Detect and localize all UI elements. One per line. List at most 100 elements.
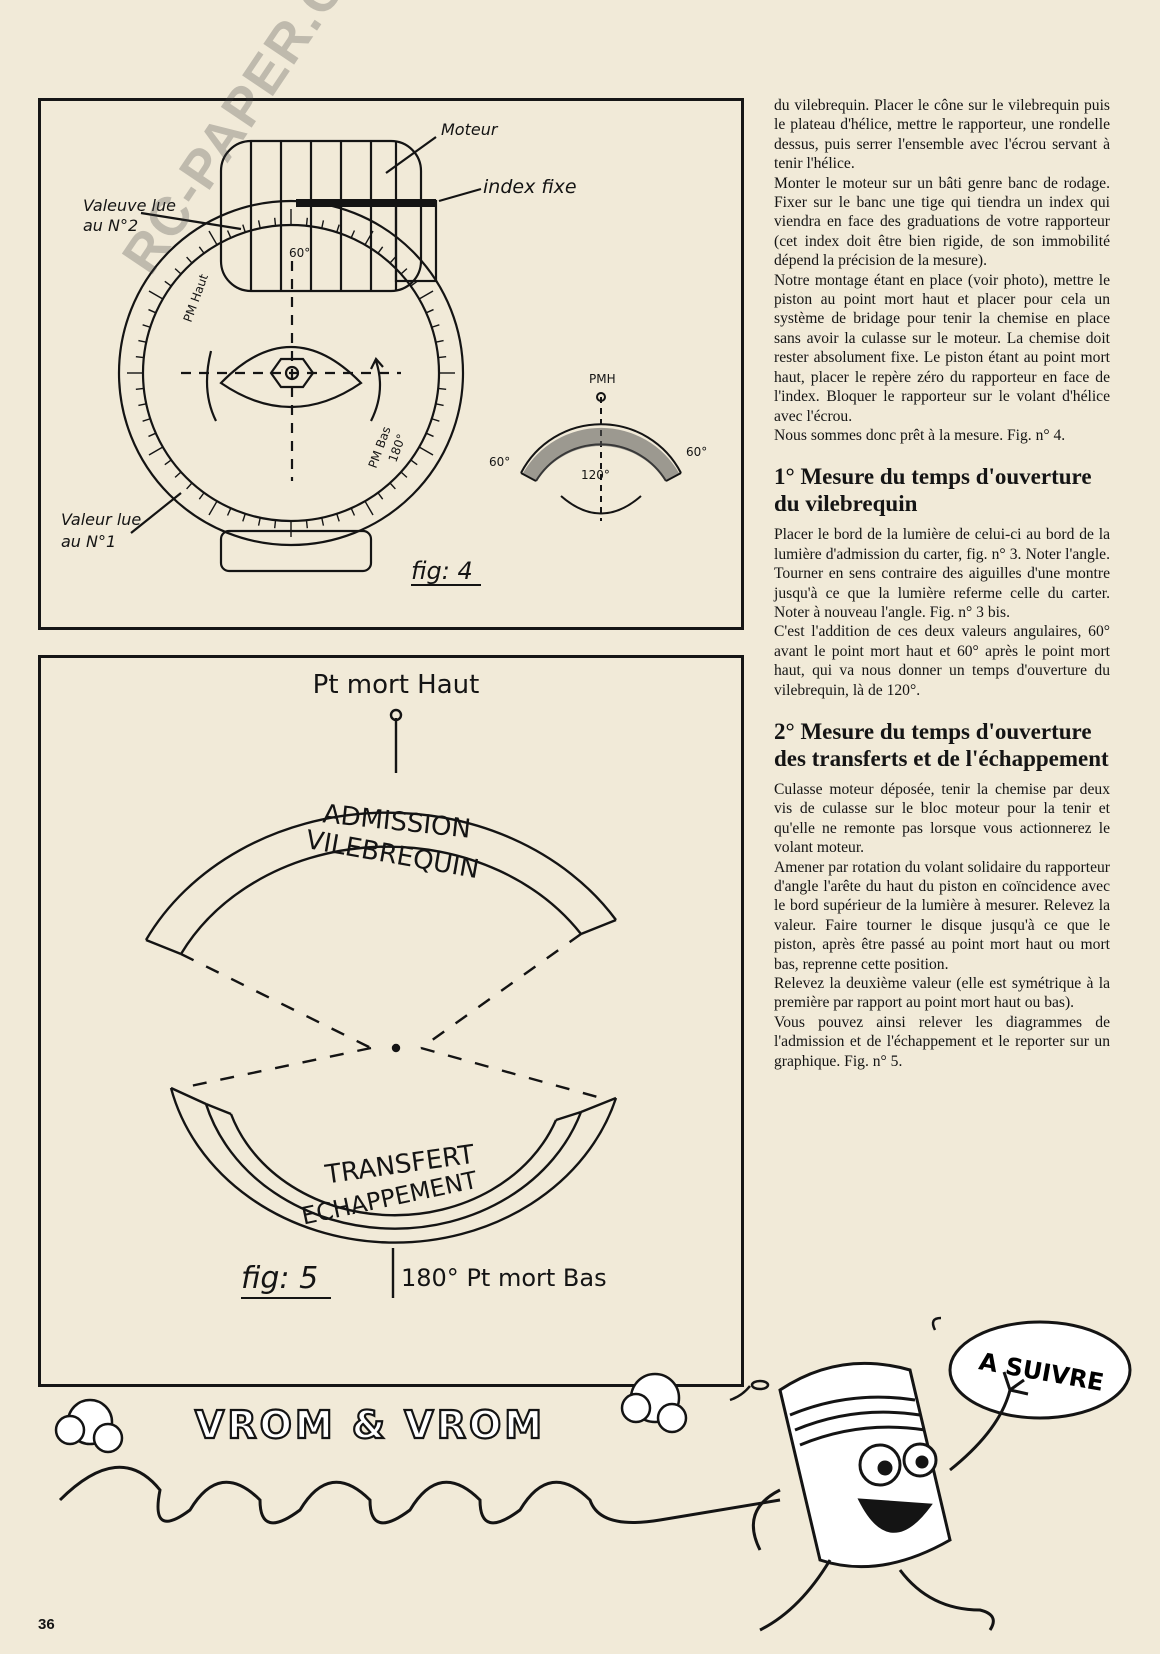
label-index-fixe: index fixe [483,176,577,198]
label-valeur-1-a: Valeur lue [61,510,141,529]
protractor-tick [257,517,261,526]
pt-mort-haut-label: Pt mort Haut [313,670,480,700]
heading-section-2: 2° Mesure du temps d'ouverture des trans… [774,718,1109,771]
protractor-disc [117,199,465,547]
transfert-arc [169,1087,618,1244]
paragraph: Nous sommes donc prêt à la mesure. Fig. … [774,426,1066,444]
protractor-tick [142,324,151,328]
label-pm-haut: PM Haut [181,272,211,324]
protractor-tick [389,256,396,264]
vrom-banner: VROM & VROM [195,1403,545,1447]
hub-plate [219,345,363,408]
protractor-tick [418,446,434,456]
protractor-tick [135,355,144,359]
fig-5-caption: fig: 5 [241,1261,318,1296]
protractor-tick [377,492,384,500]
label-valeur-1-b: au N°1 [61,532,116,551]
protractor-tick [174,471,182,478]
protractor-tick [135,387,144,391]
protractor-tick [400,268,408,275]
protractor-tick [148,308,157,314]
protractor-tick [164,280,172,287]
protractor-tick [364,500,374,516]
piston-character [751,1361,1029,1632]
protractor-tick [208,500,218,516]
protractor-tick [305,520,309,529]
paragraph: Monter le moteur sur un bâti genre banc … [774,174,1110,270]
protractor-tick [435,403,444,407]
protractor-tick [226,230,232,239]
cartoon-illustration: A SUIVRE VROM & VROM [54,1316,1132,1632]
protractor-tick [208,230,218,246]
protractor-tick [431,418,440,422]
protractor-tick [273,520,277,529]
speech-bubble [948,1320,1132,1420]
protractor-tick [148,432,157,438]
protractor-tick [350,507,356,516]
protractor-tick [186,256,193,264]
protractor-tick [186,482,193,490]
protractor-tick [198,246,205,254]
vrom-clouds [54,1372,688,1454]
protractor-tick [336,513,340,522]
protractor-tick [336,224,340,233]
protractor-tick [198,492,205,500]
paragraph: C'est l'addition de ces deux valeurs ang… [774,623,1110,699]
protractor-tick [148,290,164,300]
protractor-tick [377,246,384,254]
protractor-tick [410,459,418,466]
protractor-tick [138,339,147,343]
protractor-tick [435,339,444,343]
protractor-tick [321,220,325,229]
paragraph: du vilebrequin. Placer le cône sur le vi… [774,97,1110,173]
protractor-tick [400,471,408,478]
protractor-tick [389,482,396,490]
protractor-tick [242,224,246,233]
protractor-tick [148,446,164,456]
article-column: du vilebrequin. Placer le cône sur le vi… [774,96,1110,1071]
paragraph: Vous pouvez ainsi relever les diagrammes… [774,1013,1110,1070]
paragraph: Amener par rotation du volant solidaire … [774,858,1110,973]
label-valeur-2-b: au N°2 [83,216,138,235]
paragraph: Notre montage étant en place (voir photo… [774,271,1110,425]
figure-4: Moteur index fixe Valeuve lue au N°2 Val… [38,98,744,630]
inset-60-left: 60° [489,455,510,469]
protractor-tick [305,217,309,226]
heading-section-1: 1° Mesure du temps d'ouverture du vilebr… [774,464,1092,517]
protractor-tick [425,432,434,438]
loopy-line [58,1465,781,1525]
paragraph: Placer le bord de la lumière de celui-ci… [774,526,1110,621]
protractor-tick [425,308,434,314]
label-60: 60° [289,246,310,260]
protractor-tick [273,217,277,226]
paragraph: Relevez la deuxième valeur (elle est sym… [774,975,1110,1012]
admission-arc [144,811,617,941]
protractor-tick [164,459,172,466]
protractor-tick [418,290,434,300]
protractor-tick [138,403,147,407]
protractor-tick [257,220,261,229]
protractor-tick [431,324,440,328]
label-valeur-2-a: Valeuve lue [83,196,176,215]
protractor-tick [321,517,325,526]
pt-mort-bas-label: 180° Pt mort Bas [401,1264,607,1292]
protractor-tick [242,513,246,522]
protractor-tick [174,268,182,275]
fig-4-caption: fig: 4 [411,557,473,585]
figure-5-drawing: Pt mort Haut ADMISSION VILEBREQUIN TRANS… [144,670,618,1299]
label-moteur: Moteur [441,120,499,139]
paragraph: Culasse moteur déposée, tenir la chemise… [774,780,1110,857]
protractor-ticks [127,209,455,537]
protractor-tick [438,355,447,359]
inset-120: 120° [581,468,610,482]
protractor-tick [226,507,232,516]
inset-pmh: PMH [589,372,616,386]
inset-60-right: 60° [686,445,707,459]
page-number: 36 [38,1616,55,1633]
protractor-tick [350,230,356,239]
figure-4-drawing: Moteur index fixe Valeuve lue au N°2 Val… [61,120,707,586]
protractor-tick [410,280,418,287]
protractor-tick [364,230,374,246]
protractor-tick [438,387,447,391]
protractor-tick [142,418,151,422]
